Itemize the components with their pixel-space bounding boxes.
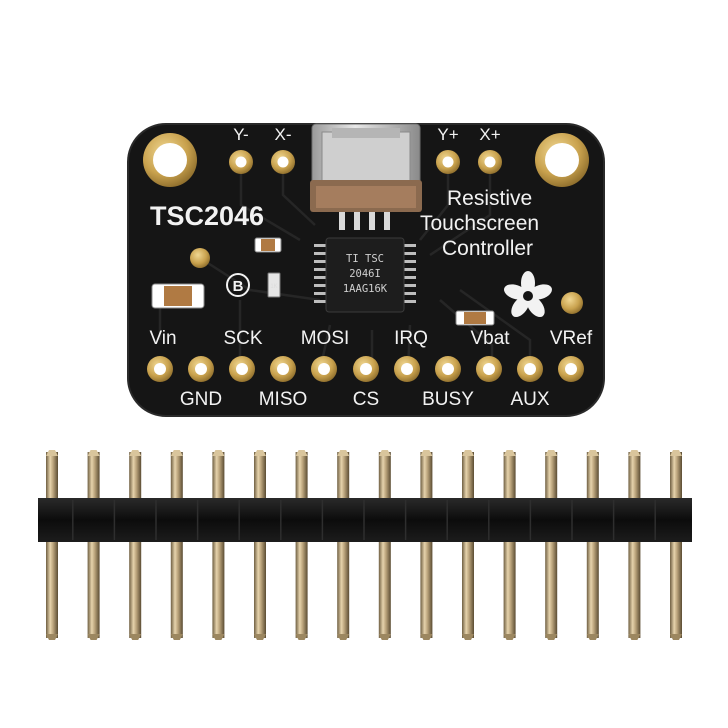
svg-text:1K: 1K: [270, 284, 277, 290]
pin-label-miso: MISO: [259, 389, 308, 410]
chip-marking-line-3: 1AAG16K: [343, 283, 388, 295]
flower-logo-icon: [504, 271, 552, 318]
desc-line-2: Touchscreen: [420, 212, 539, 235]
header-pin: [503, 450, 516, 640]
svg-text:B: B: [233, 278, 244, 295]
bottom-pads: [147, 356, 584, 382]
via-pad-left: [190, 248, 210, 268]
header-pin: [129, 450, 142, 640]
pin-label-vref: VRef: [550, 328, 593, 349]
pin-label-irq: IRQ: [394, 328, 428, 349]
ic-chip: TI TSC 2046I 1AAG16K: [314, 237, 416, 313]
pin-label-mosi: MOSI: [301, 328, 350, 349]
pin-label-busy: BUSY: [422, 389, 474, 410]
header-pin: [462, 450, 474, 640]
pin-label-vin: Vin: [149, 328, 176, 349]
smd-capacitor-top: [254, 237, 282, 253]
via-pad-right: [561, 292, 583, 314]
pin-label-x-minus: X-: [275, 125, 292, 144]
pin-label-gnd: GND: [180, 389, 222, 410]
header-pin: [420, 450, 433, 640]
header-pin: [254, 450, 266, 640]
desc-line-1: Resistive: [447, 187, 532, 210]
header-pin: [337, 450, 350, 640]
top-pads: [229, 150, 502, 174]
smd-capacitor-left: [151, 283, 205, 309]
pin-header: [38, 450, 692, 640]
header-pin: [295, 450, 308, 640]
pin-label-vbat: Vbat: [470, 328, 510, 349]
pin-label-aux: AUX: [510, 389, 549, 410]
mounting-hole-left: [143, 133, 197, 187]
header-pin: [170, 450, 183, 640]
smd-resistor: 1K: [267, 272, 281, 298]
header-pin: [212, 450, 225, 640]
pin-label-cs: CS: [353, 389, 379, 410]
mounting-hole-right: [535, 133, 589, 187]
chip-marking-line-2: 2046I: [349, 268, 381, 280]
pin-label-y-minus: Y-: [233, 125, 248, 144]
chip-marking-line-1: TI TSC: [346, 253, 384, 265]
header-pin: [87, 450, 100, 640]
header-pin: [378, 450, 391, 640]
pin-label-y-plus: Y+: [437, 125, 458, 144]
b-logo-icon: B: [226, 273, 250, 297]
header-pin: [628, 450, 641, 640]
pin-label-sck: SCK: [223, 328, 262, 349]
header-plastic: [38, 498, 692, 542]
pin-label-x-plus: X+: [479, 125, 500, 144]
breakout-board: Y- X- Y+ X+ TSC2046 Resistive: [127, 123, 605, 417]
header-pin: [46, 450, 58, 640]
header-pin: [586, 450, 599, 640]
desc-line-3: Controller: [442, 237, 533, 260]
board-title: TSC2046: [150, 201, 264, 231]
smd-capacitor-right: [455, 310, 495, 326]
ribbon-connector: [310, 123, 422, 230]
header-pin: [545, 450, 558, 640]
header-pin: [670, 450, 682, 640]
